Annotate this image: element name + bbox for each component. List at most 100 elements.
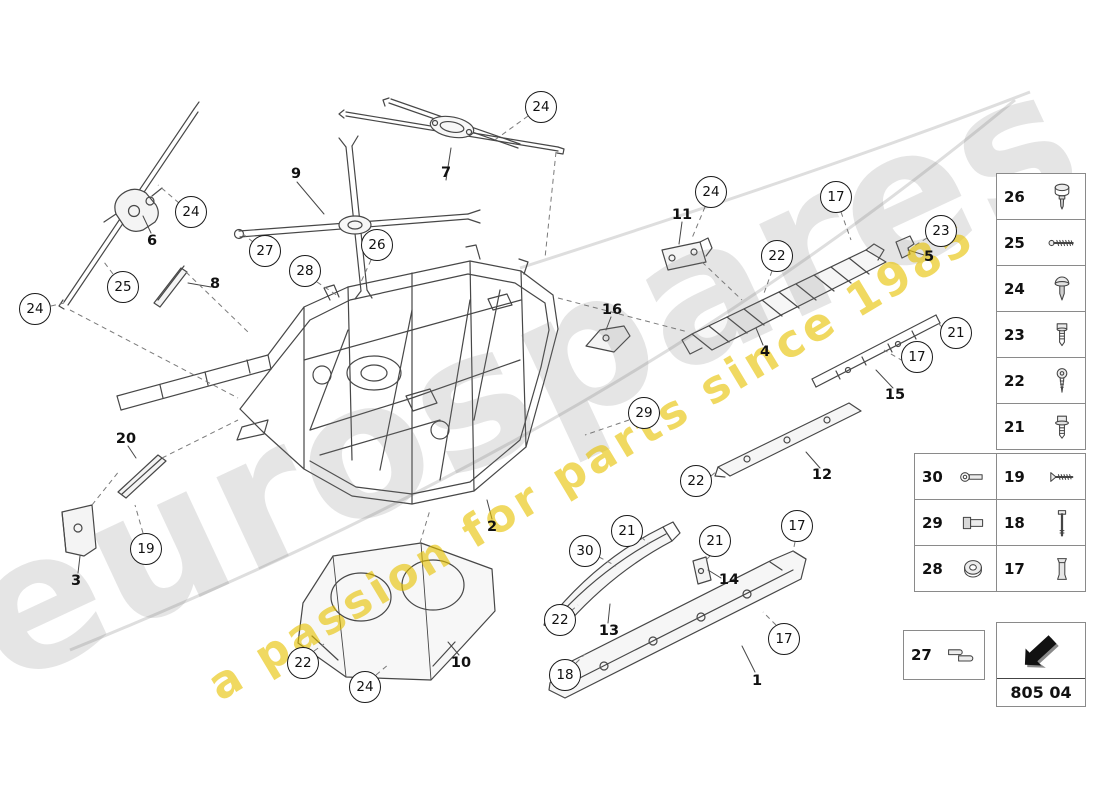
callout-24[interactable]: 24 [19, 293, 51, 325]
page-code: 805 04 [997, 678, 1085, 706]
part-label-7[interactable]: 7 [440, 165, 452, 181]
legend-item-19[interactable]: 19 [996, 453, 1086, 500]
legend-number: 19 [1004, 467, 1025, 486]
callout-26[interactable]: 26 [361, 229, 393, 261]
legend-number: 21 [1004, 417, 1025, 436]
part-6-drawing [58, 101, 200, 310]
rivet-icon [957, 457, 989, 497]
part-12-drawing [714, 402, 862, 478]
page-code-box: 805 04 [996, 622, 1086, 707]
part-label-13[interactable]: 13 [598, 623, 620, 639]
part-label-1[interactable]: 1 [751, 673, 763, 689]
legend-item-22[interactable]: 22 [996, 357, 1086, 404]
callout-24[interactable]: 24 [349, 671, 381, 703]
watermark-swoosh [69, 90, 1031, 652]
legend-item-17[interactable]: 17 [996, 545, 1086, 592]
callout-17[interactable]: 17 [901, 341, 933, 373]
callout-21[interactable]: 21 [940, 317, 972, 349]
legend-number: 26 [1004, 187, 1025, 206]
part-label-4[interactable]: 4 [759, 344, 771, 360]
part-label-14[interactable]: 14 [718, 572, 740, 588]
part-label-20[interactable]: 20 [115, 431, 137, 447]
legend-number: 30 [922, 467, 943, 486]
part-label-11[interactable]: 11 [671, 207, 693, 223]
part-3-drawing [61, 504, 97, 557]
legend-item-30[interactable]: 30 [914, 453, 997, 500]
label-tick-lines [77, 147, 925, 673]
part-16-drawing [585, 325, 631, 353]
part-label-15[interactable]: 15 [884, 387, 906, 403]
part-8-drawing [153, 265, 188, 308]
part-label-12[interactable]: 12 [811, 467, 833, 483]
callout-22[interactable]: 22 [761, 240, 793, 272]
legend-item-26[interactable]: 26 [996, 173, 1086, 220]
washer-icon [957, 549, 989, 589]
pin-set-icon [945, 635, 977, 675]
legend-item-23[interactable]: 23 [996, 311, 1086, 358]
flange-bolt-icon [1046, 407, 1078, 447]
callout-19[interactable]: 19 [130, 533, 162, 565]
callout-29[interactable]: 29 [628, 397, 660, 429]
legend-item-24[interactable]: 24 [996, 265, 1086, 312]
callout-22[interactable]: 22 [680, 465, 712, 497]
callout-30[interactable]: 30 [569, 535, 601, 567]
spacer-icon [957, 503, 989, 543]
part-7-drawing [338, 97, 565, 155]
callout-27[interactable]: 27 [249, 235, 281, 267]
legend-item-25[interactable]: 25 [996, 219, 1086, 266]
part-9-drawing [233, 135, 481, 300]
grommet-mount-icon [1046, 177, 1078, 217]
direction-arrow-icon [997, 623, 1085, 678]
callout-24[interactable]: 24 [175, 196, 207, 228]
leader-lines [50, 115, 943, 676]
legend-item-29[interactable]: 29 [914, 499, 997, 546]
hex-bolt-icon [1046, 315, 1078, 355]
part-11-drawing [661, 237, 713, 271]
part-15-drawing [811, 314, 941, 388]
part-2-chassis-drawing [116, 244, 559, 505]
legend-item-28[interactable]: 28 [914, 545, 997, 592]
part-label-6[interactable]: 6 [146, 233, 158, 249]
legend-number: 28 [922, 559, 943, 578]
part-1-drawing [548, 550, 807, 699]
callout-21[interactable]: 21 [611, 515, 643, 547]
callout-23[interactable]: 23 [925, 215, 957, 247]
part-label-16[interactable]: 16 [601, 302, 623, 318]
part-label-5[interactable]: 5 [923, 249, 935, 265]
long-bolt-icon [1046, 503, 1078, 543]
part-14-drawing [692, 556, 712, 585]
sleeve-icon [1046, 549, 1078, 589]
part-label-9[interactable]: 9 [290, 166, 302, 182]
countersunk-screw-icon [1046, 457, 1078, 497]
part-label-8[interactable]: 8 [209, 276, 221, 292]
callout-18[interactable]: 18 [549, 659, 581, 691]
part-label-3[interactable]: 3 [70, 573, 82, 589]
part-20-drawing [117, 454, 167, 499]
callout-28[interactable]: 28 [289, 255, 321, 287]
legend-number: 17 [1004, 559, 1025, 578]
legend-item-27[interactable]: 27 [903, 630, 985, 680]
callout-22[interactable]: 22 [287, 647, 319, 679]
legend-number: 25 [1004, 233, 1025, 252]
callout-17[interactable]: 17 [781, 510, 813, 542]
callout-17[interactable]: 17 [768, 623, 800, 655]
part-label-10[interactable]: 10 [450, 655, 472, 671]
legend-number: 22 [1004, 371, 1025, 390]
legend-number: 27 [911, 646, 932, 664]
legend-number: 24 [1004, 279, 1025, 298]
callout-24[interactable]: 24 [525, 91, 557, 123]
callout-17[interactable]: 17 [820, 181, 852, 213]
part-label-2[interactable]: 2 [486, 519, 498, 535]
legend-item-21[interactable]: 21 [996, 403, 1086, 450]
dome-mount-icon [1046, 269, 1078, 309]
callout-24[interactable]: 24 [695, 176, 727, 208]
callout-22[interactable]: 22 [544, 604, 576, 636]
dome-screw-icon [1046, 361, 1078, 401]
callout-21[interactable]: 21 [699, 525, 731, 557]
legend-item-18[interactable]: 18 [996, 499, 1086, 546]
legend-number: 18 [1004, 513, 1025, 532]
part-5-drawing [895, 235, 915, 259]
callout-25[interactable]: 25 [107, 271, 139, 303]
legend-number: 23 [1004, 325, 1025, 344]
